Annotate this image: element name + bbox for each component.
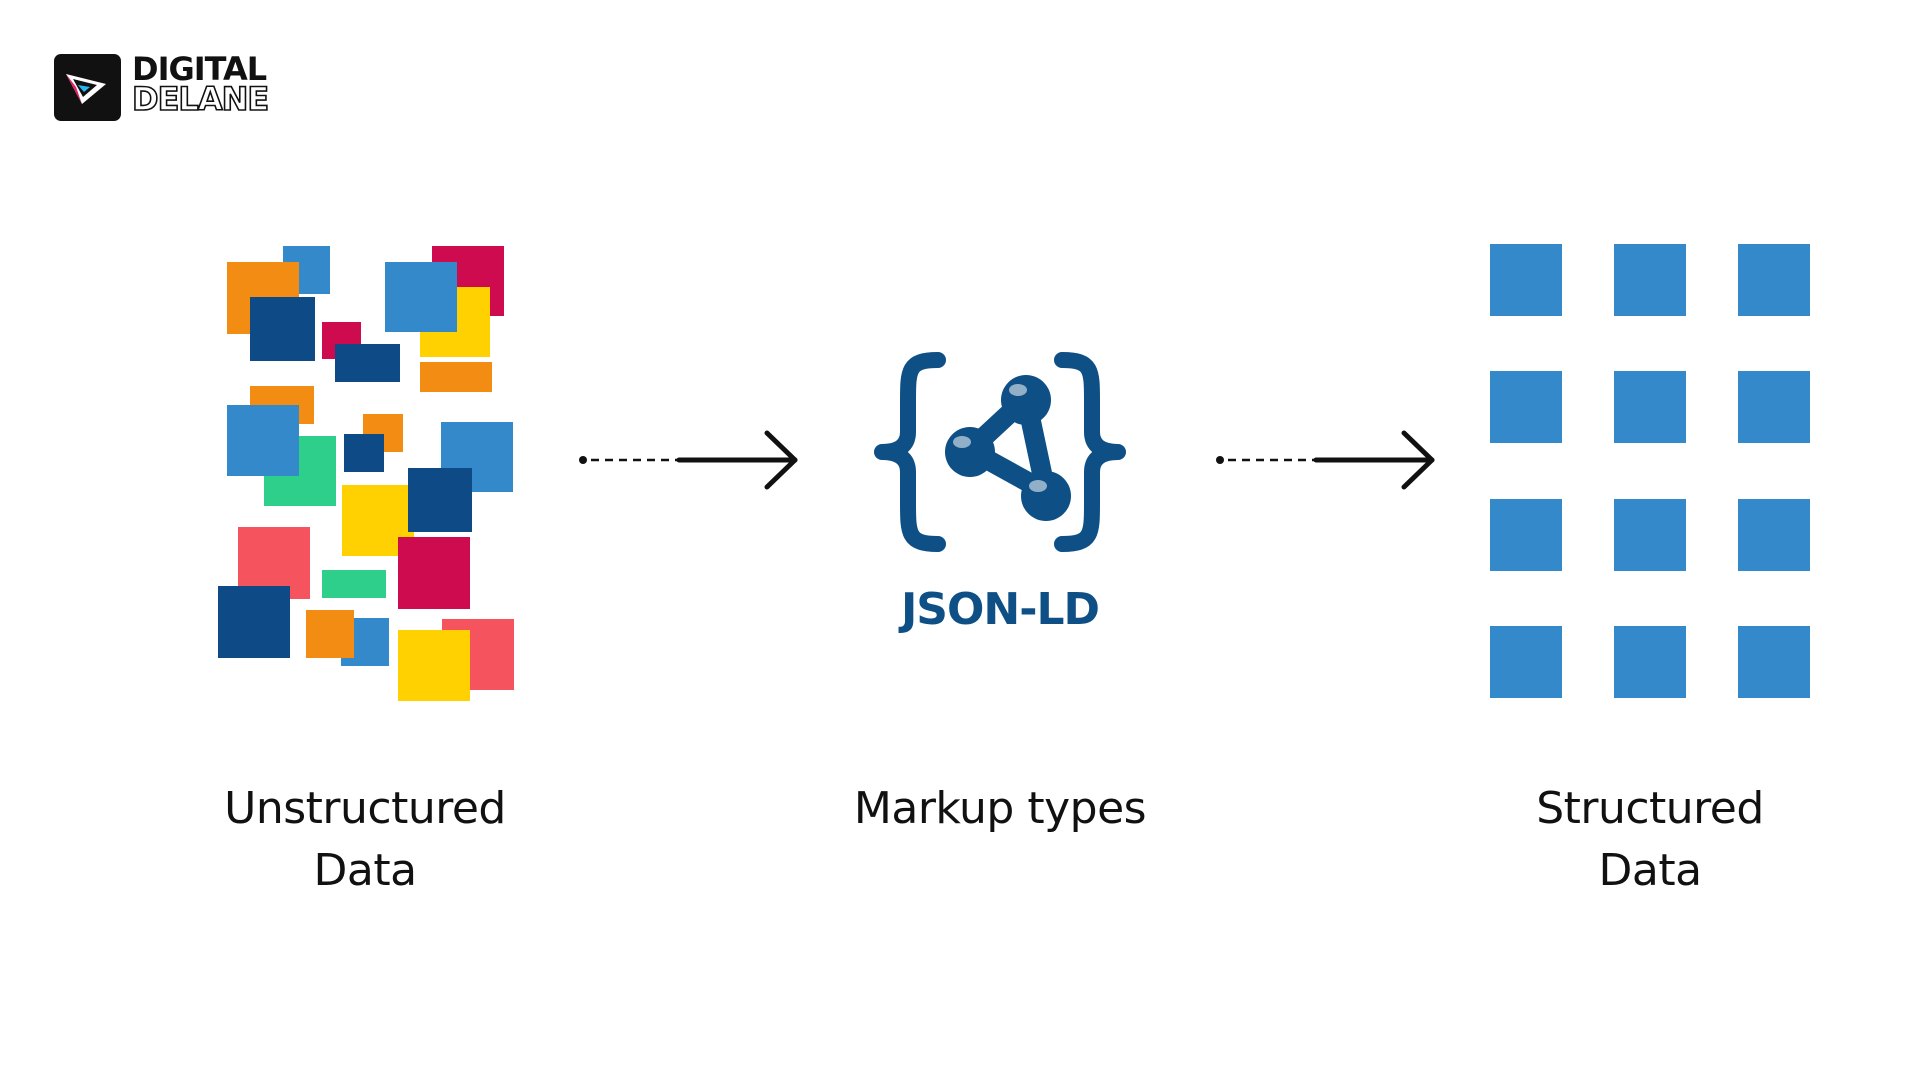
grid-square [1490,371,1562,443]
grid-square [1614,371,1686,443]
grid-square [1490,499,1562,571]
grid-square [1490,244,1562,316]
scatter-square [385,262,457,332]
scatter-square [227,405,299,476]
grid-square [1490,626,1562,698]
markup-types-caption: Markup types [810,778,1190,840]
brand-name: DIGITAL DELANE [131,50,270,118]
scatter-square [306,610,354,658]
grid-square [1614,626,1686,698]
caption-line: Unstructured [224,783,506,834]
caption-line: Structured [1536,783,1764,834]
grid-square [1738,626,1810,698]
grid-square [1738,499,1810,571]
unstructured-data-caption: Unstructured Data [195,778,535,902]
grid-square [1614,244,1686,316]
structured-grid [1490,244,1810,698]
scatter-square [218,586,290,658]
arrow-right-icon [1216,430,1435,490]
caption-line: Data [313,845,417,896]
caption-line: Markup types [853,783,1147,834]
brand-logo: DIGITAL DELANE [54,52,294,122]
json-ld-label: JSON-LD [900,584,1100,635]
brand-name-line2: DELANE [131,80,270,118]
scatter-square [344,434,384,472]
brand-name-line1: DIGITAL [132,50,267,88]
arrow-right-icon [579,430,798,490]
json-ld-braces-icon [874,352,1126,552]
grid-square [1614,499,1686,571]
play-arrow-logo-icon [54,54,121,121]
scatter-square [398,537,470,609]
scatter-square [420,362,492,392]
grid-square [1738,371,1810,443]
scatter-square [398,630,470,701]
structured-data-caption: Structured Data [1490,778,1810,902]
grid-square [1738,244,1810,316]
scatter-square [335,344,400,382]
caption-line: Data [1598,845,1702,896]
scatter-square [408,468,472,532]
scatter-square [250,297,315,361]
scatter-square [322,570,386,598]
